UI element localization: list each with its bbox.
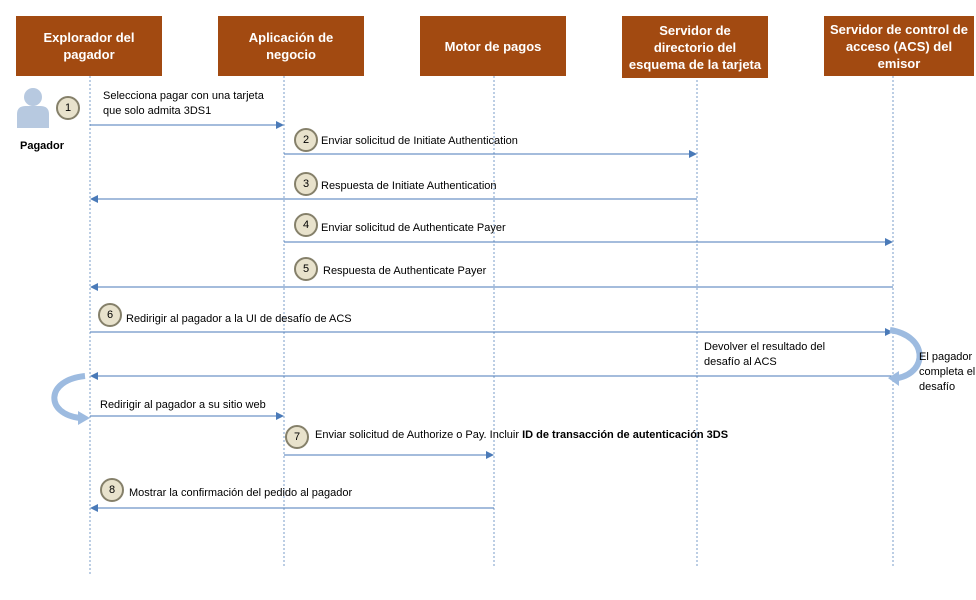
step-label-2: Enviar solicitud de Initiate Authenticat… bbox=[321, 135, 518, 147]
step-badge-1: 1 bbox=[56, 96, 80, 120]
participant-browser: Explorador del pagador bbox=[16, 16, 162, 76]
step-label-7: Enviar solicitud de Authorize o Pay. Inc… bbox=[315, 428, 728, 443]
challenge-curve-arrow bbox=[889, 327, 923, 381]
acs-return-label: Devolver el resultado del desafío al ACS bbox=[704, 341, 826, 368]
step-badge-8: 8 bbox=[100, 478, 124, 502]
redirect-curve-arrow bbox=[51, 373, 86, 421]
participant-directory-server: Servidor de directorio del esquema de la… bbox=[622, 16, 768, 78]
step-label-7-text: Enviar solicitud de Authorize o Pay. Inc… bbox=[315, 429, 520, 441]
step-label-5: Respuesta de Authenticate Payer bbox=[323, 265, 487, 277]
participant-acs: Servidor de control de acceso (ACS) del … bbox=[824, 16, 974, 76]
challenge-label: El pagador completa el desafío bbox=[919, 351, 976, 393]
step-badge-3: 3 bbox=[294, 172, 318, 196]
step-badge-7: 7 bbox=[285, 425, 309, 449]
participant-payment-engine: Motor de pagos bbox=[420, 16, 566, 76]
step-badge-4: 4 bbox=[294, 213, 318, 237]
step-badge-6: 6 bbox=[98, 303, 122, 327]
step-label-4: Enviar solicitud de Authenticate Payer bbox=[321, 222, 506, 234]
step-label-1: Selecciona pagar con una tarjeta que sol… bbox=[103, 90, 264, 117]
step-badge-2: 2 bbox=[294, 128, 318, 152]
person-icon bbox=[17, 88, 49, 128]
step-label-8: Mostrar la confirmación del pedido al pa… bbox=[129, 487, 353, 499]
participant-business-app: Aplicación de negocio bbox=[218, 16, 364, 76]
step-label-3: Respuesta de Initiate Authentication bbox=[321, 180, 497, 192]
actor-label: Pagador bbox=[20, 140, 65, 152]
step-badge-5: 5 bbox=[294, 257, 318, 281]
step-label-6: Redirigir al pagador a la UI de desafío … bbox=[126, 313, 352, 325]
redirect-site-label: Redirigir al pagador a su sitio web bbox=[100, 399, 266, 411]
step-label-7-bold: ID de transacción de autenticación 3DS bbox=[522, 429, 729, 441]
